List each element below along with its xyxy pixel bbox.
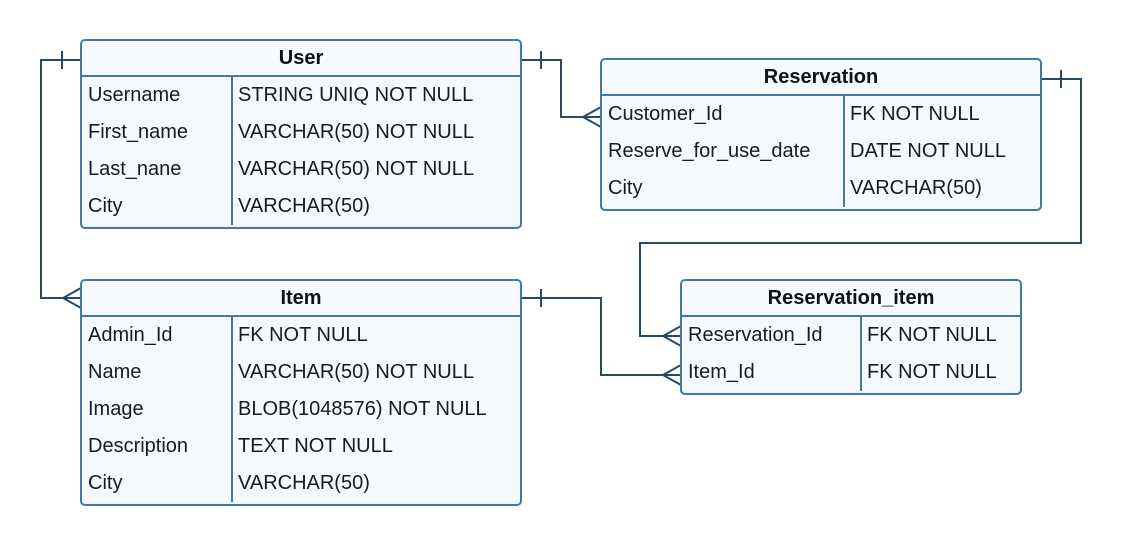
table-row: Description TEXT NOT NULL [82,428,520,465]
table-row: City VARCHAR(50) [82,465,520,502]
connector-user-reservation [521,51,602,128]
column-type: DATE NOT NULL [850,140,1006,162]
entity-title: Reservation [602,60,1040,96]
column-type: FK NOT NULL [867,361,997,383]
column-type: FK NOT NULL [867,324,997,346]
connector-user-item [40,51,82,309]
column-type: VARCHAR(50) [238,195,370,217]
column-type: VARCHAR(50) [850,177,982,199]
column-type: VARCHAR(50) [238,472,370,494]
entity-rows: Admin_Id FK NOT NULL Name VARCHAR(50) NO… [82,317,520,502]
column-name: Customer_Id [608,103,723,125]
column-divider [843,96,845,207]
column-name: Item_Id [688,361,755,383]
column-type: VARCHAR(50) NOT NULL [238,121,474,143]
table-row: Username STRING UNIQ NOT NULL [82,77,520,114]
column-type: TEXT NOT NULL [238,435,393,457]
column-name: Name [88,361,142,383]
column-name: City [88,472,123,494]
table-row: Item_Id FK NOT NULL [682,354,1020,391]
column-type: VARCHAR(50) NOT NULL [238,158,474,180]
column-name: Admin_Id [88,324,173,346]
connector-reservation-reservation-item [639,70,1082,347]
table-row: Name VARCHAR(50) NOT NULL [82,354,520,391]
table-row: City VARCHAR(50) [82,188,520,225]
column-name: Description [88,435,189,457]
column-divider [231,317,233,502]
table-row: Customer_Id FK NOT NULL [602,96,1040,133]
column-divider [860,317,862,391]
entity-user: User Username STRING UNIQ NOT NULL First… [80,39,522,229]
table-row: Last_nane VARCHAR(50) NOT NULL [82,151,520,188]
entity-item: Item Admin_Id FK NOT NULL Name VARCHAR(5… [80,279,522,506]
table-row: Admin_Id FK NOT NULL [82,317,520,354]
table-row: First_name VARCHAR(50) NOT NULL [82,114,520,151]
column-type: BLOB(1048576) NOT NULL [238,398,487,420]
column-name: Username [88,84,181,106]
column-type: FK NOT NULL [850,103,980,125]
entity-title: Reservation_item [682,281,1020,317]
entity-reservation: Reservation Customer_Id FK NOT NULL Rese… [600,58,1042,211]
column-type: FK NOT NULL [238,324,368,346]
entity-reservation-item: Reservation_item Reservation_Id FK NOT N… [680,279,1022,395]
column-name: Last_nane [88,158,182,180]
column-name: City [88,195,123,217]
table-row: City VARCHAR(50) [602,170,1040,207]
entity-rows: Reservation_Id FK NOT NULL Item_Id FK NO… [682,317,1020,391]
table-row: Reserve_for_use_date DATE NOT NULL [602,133,1040,170]
column-divider [231,77,233,225]
entity-title: User [82,41,520,77]
entity-title: Item [82,281,520,317]
column-type: VARCHAR(50) NOT NULL [238,361,474,383]
column-type: STRING UNIQ NOT NULL [238,84,474,106]
connector-item-reservation-item [521,289,682,386]
column-name: First_name [88,121,189,143]
entity-rows: Customer_Id FK NOT NULL Reserve_for_use_… [602,96,1040,207]
table-row: Reservation_Id FK NOT NULL [682,317,1020,354]
column-name: Reserve_for_use_date [608,140,811,162]
column-name: Image [88,398,144,420]
column-name: Reservation_Id [688,324,823,346]
entity-rows: Username STRING UNIQ NOT NULL First_name… [82,77,520,225]
column-name: City [608,177,643,199]
table-row: Image BLOB(1048576) NOT NULL [82,391,520,428]
